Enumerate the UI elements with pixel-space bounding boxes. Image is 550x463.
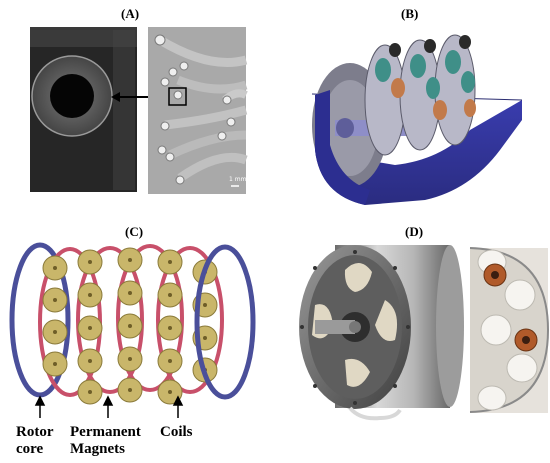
stator-ring [76, 246, 144, 394]
rotor-core-ring-right [194, 244, 256, 400]
rotor-core-label: Rotor core [16, 424, 54, 457]
panel-a-scale-bar-label: 1 mm [229, 176, 247, 183]
coils-label: Coils [160, 424, 193, 440]
panel-b-generator-cutaway [311, 34, 523, 205]
panel-a-label: (A) [121, 6, 140, 21]
permanent-magnets-label: Permanent Magnets [70, 424, 141, 457]
panel-d-stator-photo [469, 247, 550, 413]
rotor-core-ring-left [9, 242, 71, 398]
panel-c-exploded-view [9, 242, 256, 418]
panel-a-sem-image [30, 27, 137, 192]
panel-d-photo [299, 245, 464, 421]
panel-b-label: (B) [401, 6, 419, 21]
stator-ring [116, 244, 184, 392]
panel-d-label: (D) [405, 224, 424, 239]
panel-a-fiber-bundle [148, 27, 248, 194]
panel-c-label: (C) [125, 224, 144, 239]
stator-ring [156, 246, 224, 394]
